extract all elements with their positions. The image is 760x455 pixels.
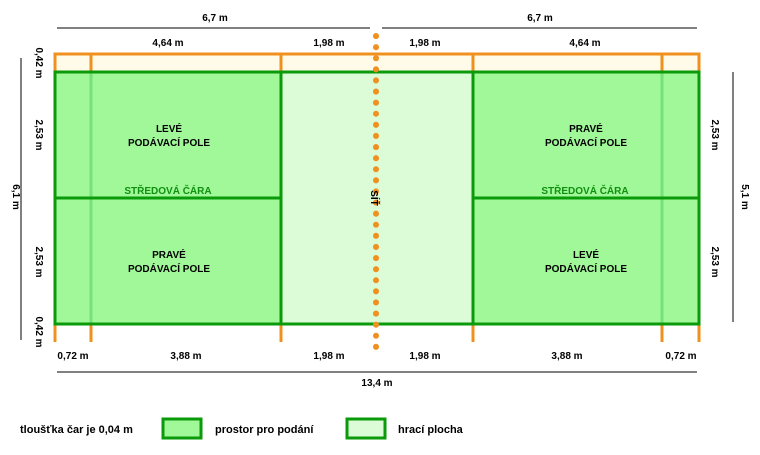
dim-total-width-left: 6,1 m [10, 184, 21, 210]
dim-left-side-bottom: 0,42 m [33, 316, 44, 347]
center-line-label-right: STŘEDOVÁ ČÁRA [541, 184, 628, 197]
dim-right-side-lower: 2,53 m [709, 246, 720, 277]
zone-left-upper-line2: PODÁVACÍ POLE [128, 136, 210, 149]
legend-service-area: prostor pro podání [215, 424, 314, 436]
zone-left-lower-line1: PRAVÉ [152, 248, 186, 261]
dim-bottom-left-main: 3,88 m [170, 351, 201, 362]
zone-right-lower-line2: PODÁVACÍ POLE [545, 262, 627, 275]
zone-right-upper-line2: PODÁVACÍ POLE [545, 136, 627, 149]
legend-service-swatch [161, 417, 203, 440]
dim-bottom-right-main: 3,88 m [551, 351, 582, 362]
dim-bottom-left-short: 1,98 m [313, 351, 344, 362]
center-line-label-left: STŘEDOVÁ ČÁRA [124, 184, 211, 197]
dim-bottom-right-short: 1,98 m [409, 351, 440, 362]
zone-right-upper-line1: PRAVÉ [569, 122, 603, 135]
dim-half-width-left: 6,7 m [202, 13, 228, 24]
legend-line-thickness: tloušťka čar je 0,04 m [20, 424, 133, 436]
dim-top-left-main: 4,64 m [152, 38, 183, 49]
dim-left-side-upper: 2,53 m [33, 119, 44, 150]
dim-half-width-right: 6,7 m [527, 13, 553, 24]
dim-bottom-right-back: 0,72 m [665, 351, 696, 362]
dim-bottom-left-back: 0,72 m [57, 351, 88, 362]
zone-left-upper-line1: LEVÉ [156, 122, 182, 135]
dim-left-side-top: 0,42 m [33, 47, 44, 78]
zone-right-lower-line1: LEVÉ [573, 248, 599, 261]
dim-total-width-right: 5,1 m [739, 184, 750, 210]
dim-left-side-lower: 2,53 m [33, 246, 44, 277]
legend-play-area: hrací plocha [398, 424, 464, 436]
net-label: SÍŤ [368, 190, 381, 206]
zone-left-lower-line2: PODÁVACÍ POLE [128, 262, 210, 275]
dim-total-length: 13,4 m [361, 378, 392, 389]
legend-play-swatch [345, 417, 387, 440]
dim-top-left-short: 1,98 m [313, 38, 344, 49]
dim-top-right-main: 4,64 m [569, 38, 600, 49]
dim-top-right-short: 1,98 m [409, 38, 440, 49]
dim-right-side-upper: 2,53 m [709, 119, 720, 150]
